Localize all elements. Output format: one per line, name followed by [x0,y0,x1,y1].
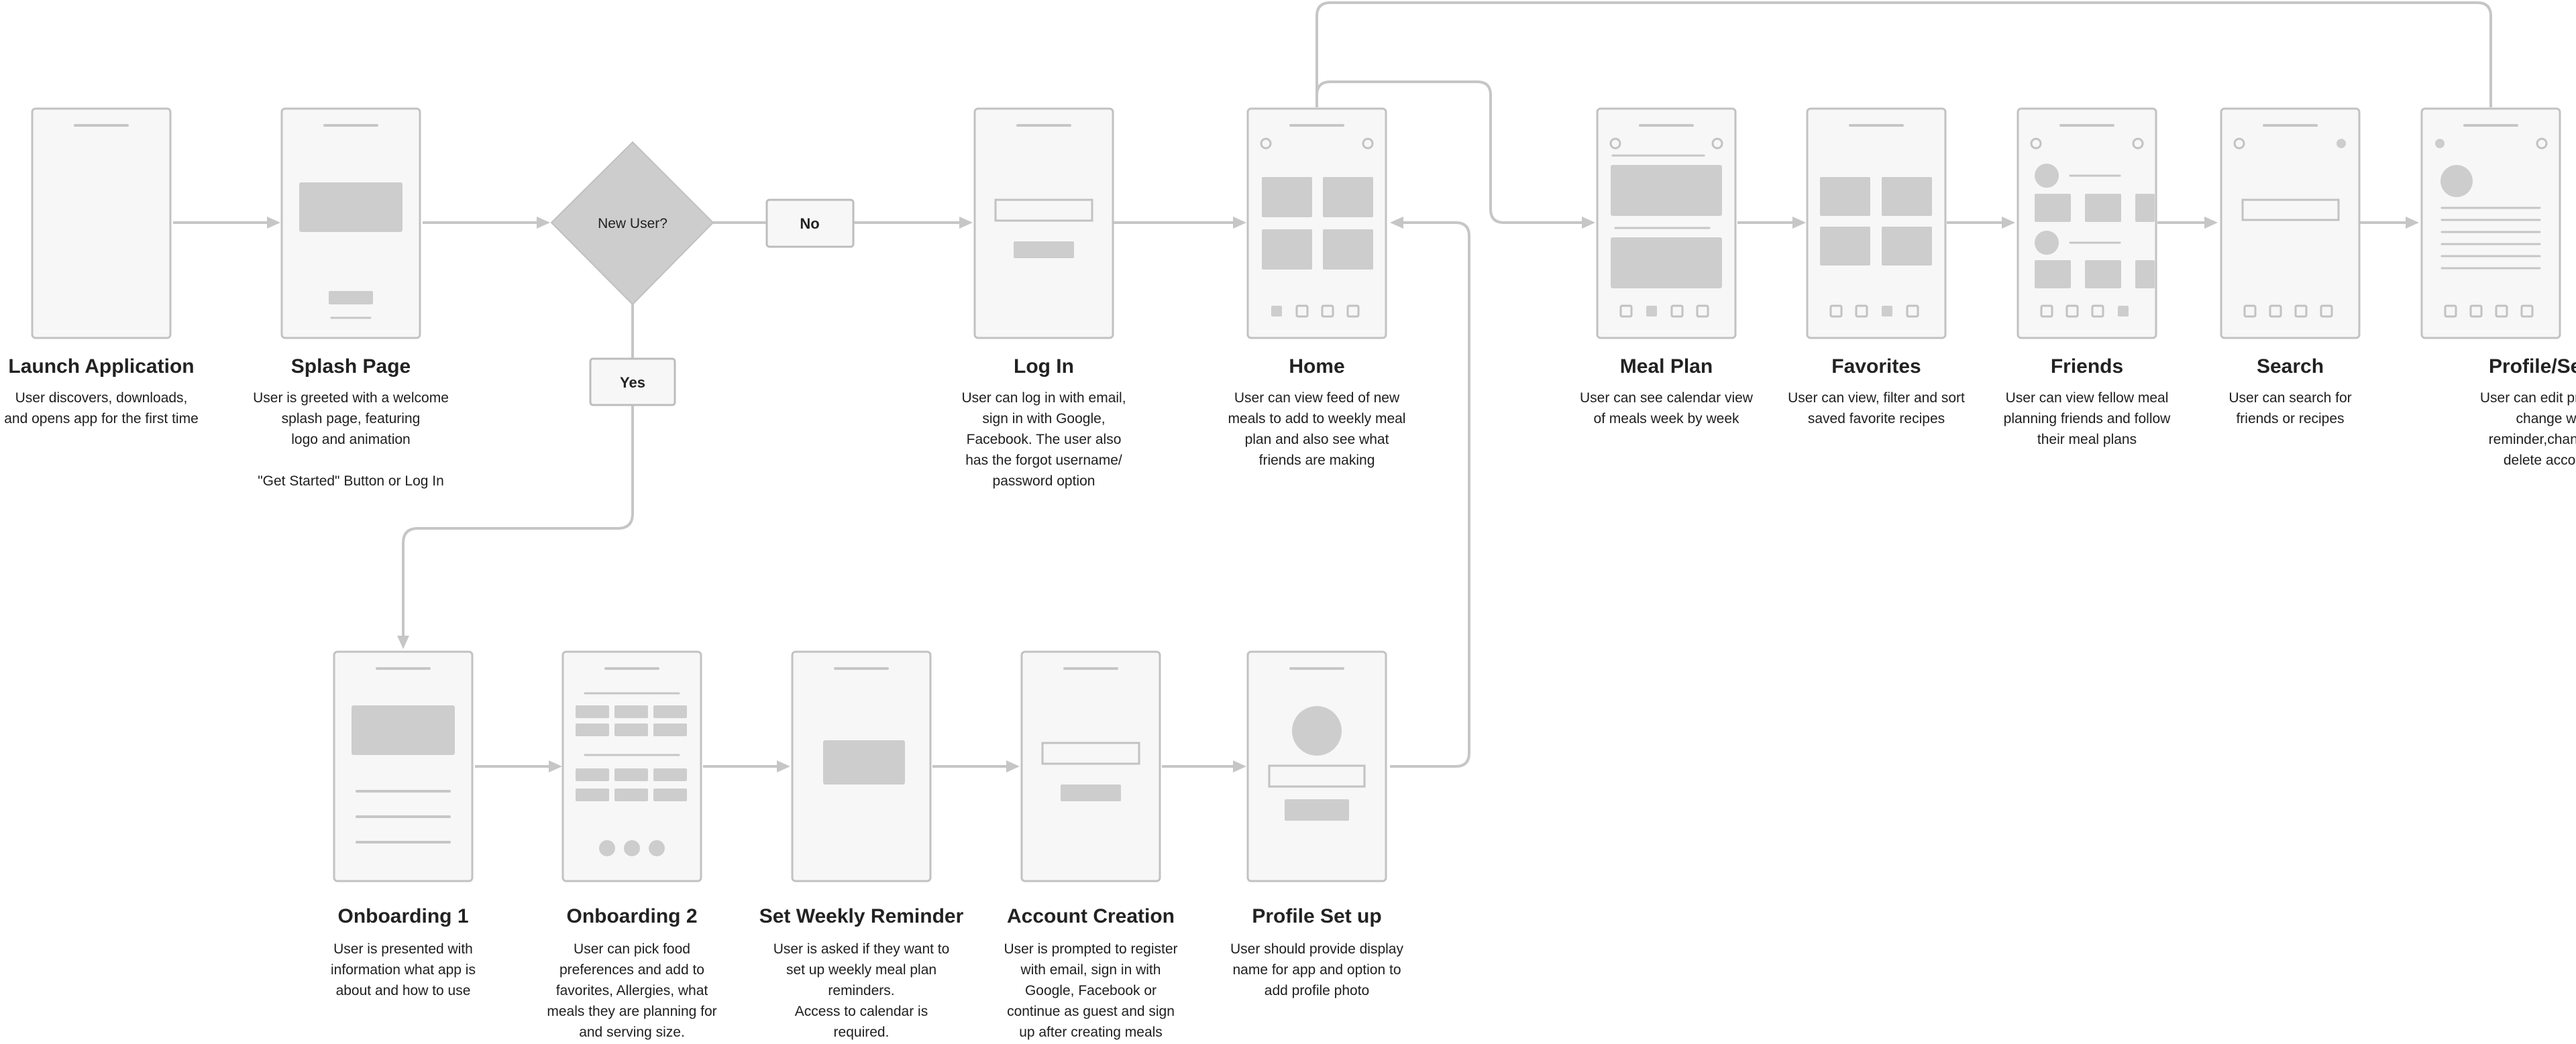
arrowhead [2204,217,2218,229]
get-started-button-placeholder [329,291,373,304]
screen-desc-onb2: User can pick food preferences and add t… [547,941,717,1040]
screen-desc-onb1: User is presented with information what … [331,941,476,998]
screen-onb1-wireframe [333,650,474,882]
screen-title-mealplan: Meal Plan [1619,355,1713,378]
screen-desc-profile: User can edit preferences, change weekly… [2479,390,2576,468]
decision-label: New User? [598,216,667,231]
screen-desc-profilesetup: User should provide display name for app… [1230,941,1403,998]
yes-box [589,357,676,406]
screen-title-onb1: Onboarding 1 [337,905,469,927]
screen-title-launch: Launch Application [8,355,195,378]
no-box [765,198,855,248]
screen-splash-wireframe [280,107,421,339]
screen-favorites-wireframe [1806,107,1947,339]
logo-placeholder [299,182,402,232]
screen-profile-wireframe [2420,107,2561,339]
screen-title-profile: Profile/Settings [2488,355,2576,378]
no-label: No [800,215,819,232]
screen-launch-wireframe [31,107,172,339]
arrowhead [1233,760,1246,772]
screen-desc-login: User can log in with email, sign in with… [961,390,1126,489]
arrowhead [267,217,280,229]
screen-desc-launch: User discovers, downloads, and opens app… [4,390,199,426]
no-branch-node: No [765,198,855,248]
screen-desc-favorites: User can view, filter and sort saved fav… [1788,390,1965,426]
search-field-placeholder [2241,198,2340,221]
login-button-placeholder [1014,241,1074,258]
arrowhead [1792,217,1806,229]
email-field-placeholder [994,198,1093,222]
arrowhead [777,760,790,772]
arrowhead [397,636,409,649]
screen-title-splash: Splash Page [290,355,411,378]
screen-title-home: Home [1289,355,1345,378]
edge-home-profile [1316,1,2492,107]
screen-desc-splash: User is greeted with a welcome splash pa… [253,390,449,489]
arrowhead [1582,217,1595,229]
yes-label: Yes [620,374,645,391]
screen-desc-account: User is prompted to register with email,… [1004,941,1178,1040]
screen-title-profilesetup: Profile Set up [1252,905,1382,927]
arrowhead [1390,217,1403,229]
screen-home-wireframe [1246,107,1387,339]
screen-title-account: Account Creation [1006,905,1175,927]
screen-desc-home: User can view feed of new meals to add t… [1228,390,1406,468]
yes-branch-node: Yes [589,357,676,406]
arrowhead [549,760,562,772]
screen-title-onb2: Onboarding 2 [566,905,698,927]
screen-desc-mealplan: User can see calendar view of meals week… [1580,390,1753,426]
arrowhead [537,217,550,229]
screen-title-reminder: Set Weekly Reminder [759,905,964,927]
reminder-card-placeholder [823,740,905,785]
screen-mealplan-wireframe [1596,107,1737,339]
screen-search-wireframe [2220,107,2361,339]
screen-title-friends: Friends [2050,355,2124,378]
decision-diamond [550,141,714,306]
arrowhead [2002,217,2015,229]
screen-friends-wireframe [2017,107,2157,339]
screen-title-login: Log In [1014,355,1074,378]
edge-yes-onboarding [402,405,634,636]
screen-account-wireframe [1020,650,1161,882]
arrowhead [2406,217,2419,229]
screen-title-favorites: Favorites [1831,355,1921,378]
arrowhead [959,217,973,229]
screen-desc-friends: User can view fellow meal planning frien… [2003,390,2171,447]
screen-desc-reminder: User is asked if they want to set up wee… [773,941,950,1040]
screen-onb2-wireframe [561,650,702,882]
decision-node: New User? [550,141,714,306]
arrowhead [1006,760,1020,772]
screen-reminder-wireframe [791,650,932,882]
connectors [173,1,2492,772]
screen-login-wireframe [973,107,1114,339]
edge-home-mealplan [1316,80,1582,224]
screen-desc-search: User can search for friends or recipes [2229,390,2352,426]
edge-profilesetup-home [1390,221,1470,768]
arrowhead [1233,217,1246,229]
screen-profilesetup-wireframe [1246,650,1387,882]
screen-title-search: Search [2256,355,2324,378]
